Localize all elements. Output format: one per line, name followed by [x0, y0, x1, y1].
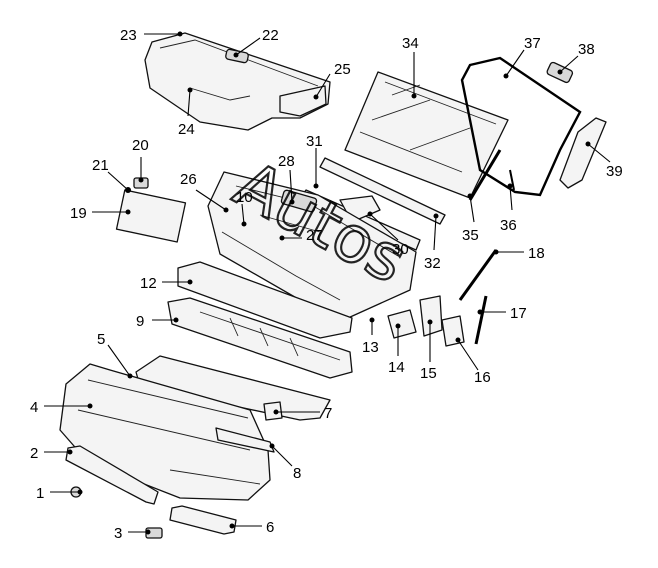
callout-20: 20 [132, 137, 149, 154]
callout-8: 8 [293, 465, 301, 482]
roof-spoiler-part [144, 32, 331, 131]
callout-1: 1 [36, 485, 44, 502]
main-crossmember-part [167, 297, 353, 379]
callout-38: 38 [578, 41, 595, 58]
callout-13: 13 [362, 339, 379, 356]
callout-16: 16 [474, 369, 491, 386]
callout-27: 27 [306, 227, 323, 244]
callout-22: 22 [262, 27, 279, 44]
callout-12: 12 [140, 275, 157, 292]
upper-crossmember-part [177, 261, 353, 339]
bumper-bracket-part [263, 401, 283, 421]
callout-37: 37 [524, 35, 541, 52]
callout-32: 32 [424, 255, 441, 272]
callout-9: 9 [136, 313, 144, 330]
side-guide-part [215, 427, 275, 453]
leader-dots [67, 31, 591, 535]
callout-39: 39 [606, 163, 623, 180]
callout-3: 3 [114, 525, 122, 542]
callout-36: 36 [500, 217, 517, 234]
callout-4: 4 [30, 399, 38, 416]
callout-2: 2 [30, 445, 38, 462]
lift-strut-part [458, 249, 498, 301]
callout-34: 34 [402, 35, 419, 52]
lock-actuator-part [387, 309, 417, 339]
lock-motor-part [441, 315, 465, 347]
callout-19: 19 [70, 205, 87, 222]
callout-35: 35 [462, 227, 479, 244]
license-plate-part [115, 189, 187, 243]
lock-latch-part [419, 295, 443, 337]
reflector-strip-part [169, 505, 237, 535]
lower-valance-part [65, 445, 159, 505]
callout-6: 6 [266, 519, 274, 536]
lift-rod-part [474, 295, 488, 345]
side-trim-part [559, 117, 607, 189]
callout-15: 15 [420, 365, 437, 382]
callout-21: 21 [92, 157, 109, 174]
callout-14: 14 [388, 359, 405, 376]
window-seal-part [460, 56, 582, 197]
callout-25: 25 [334, 61, 351, 78]
callout-18: 18 [528, 245, 545, 262]
callout-10: 10 [236, 189, 253, 206]
upper-trim-strip-part [319, 157, 446, 225]
callout-28: 28 [278, 153, 295, 170]
callout-7: 7 [324, 405, 332, 422]
tailgate-handle-part [280, 189, 318, 213]
callout-17: 17 [510, 305, 527, 322]
callout-31: 31 [306, 133, 323, 150]
callout-30: 30 [392, 241, 409, 258]
hatch-rod-part [509, 169, 515, 191]
callout-labels: 1 2 3 4 5 6 7 8 9 10 12 13 14 15 16 17 1… [30, 27, 623, 542]
callout-26: 26 [180, 171, 197, 188]
callout-24: 24 [178, 121, 195, 138]
hatch-strut-part [468, 149, 502, 201]
callout-5: 5 [97, 331, 105, 348]
leader-lines [44, 33, 611, 533]
callout-23: 23 [120, 27, 137, 44]
